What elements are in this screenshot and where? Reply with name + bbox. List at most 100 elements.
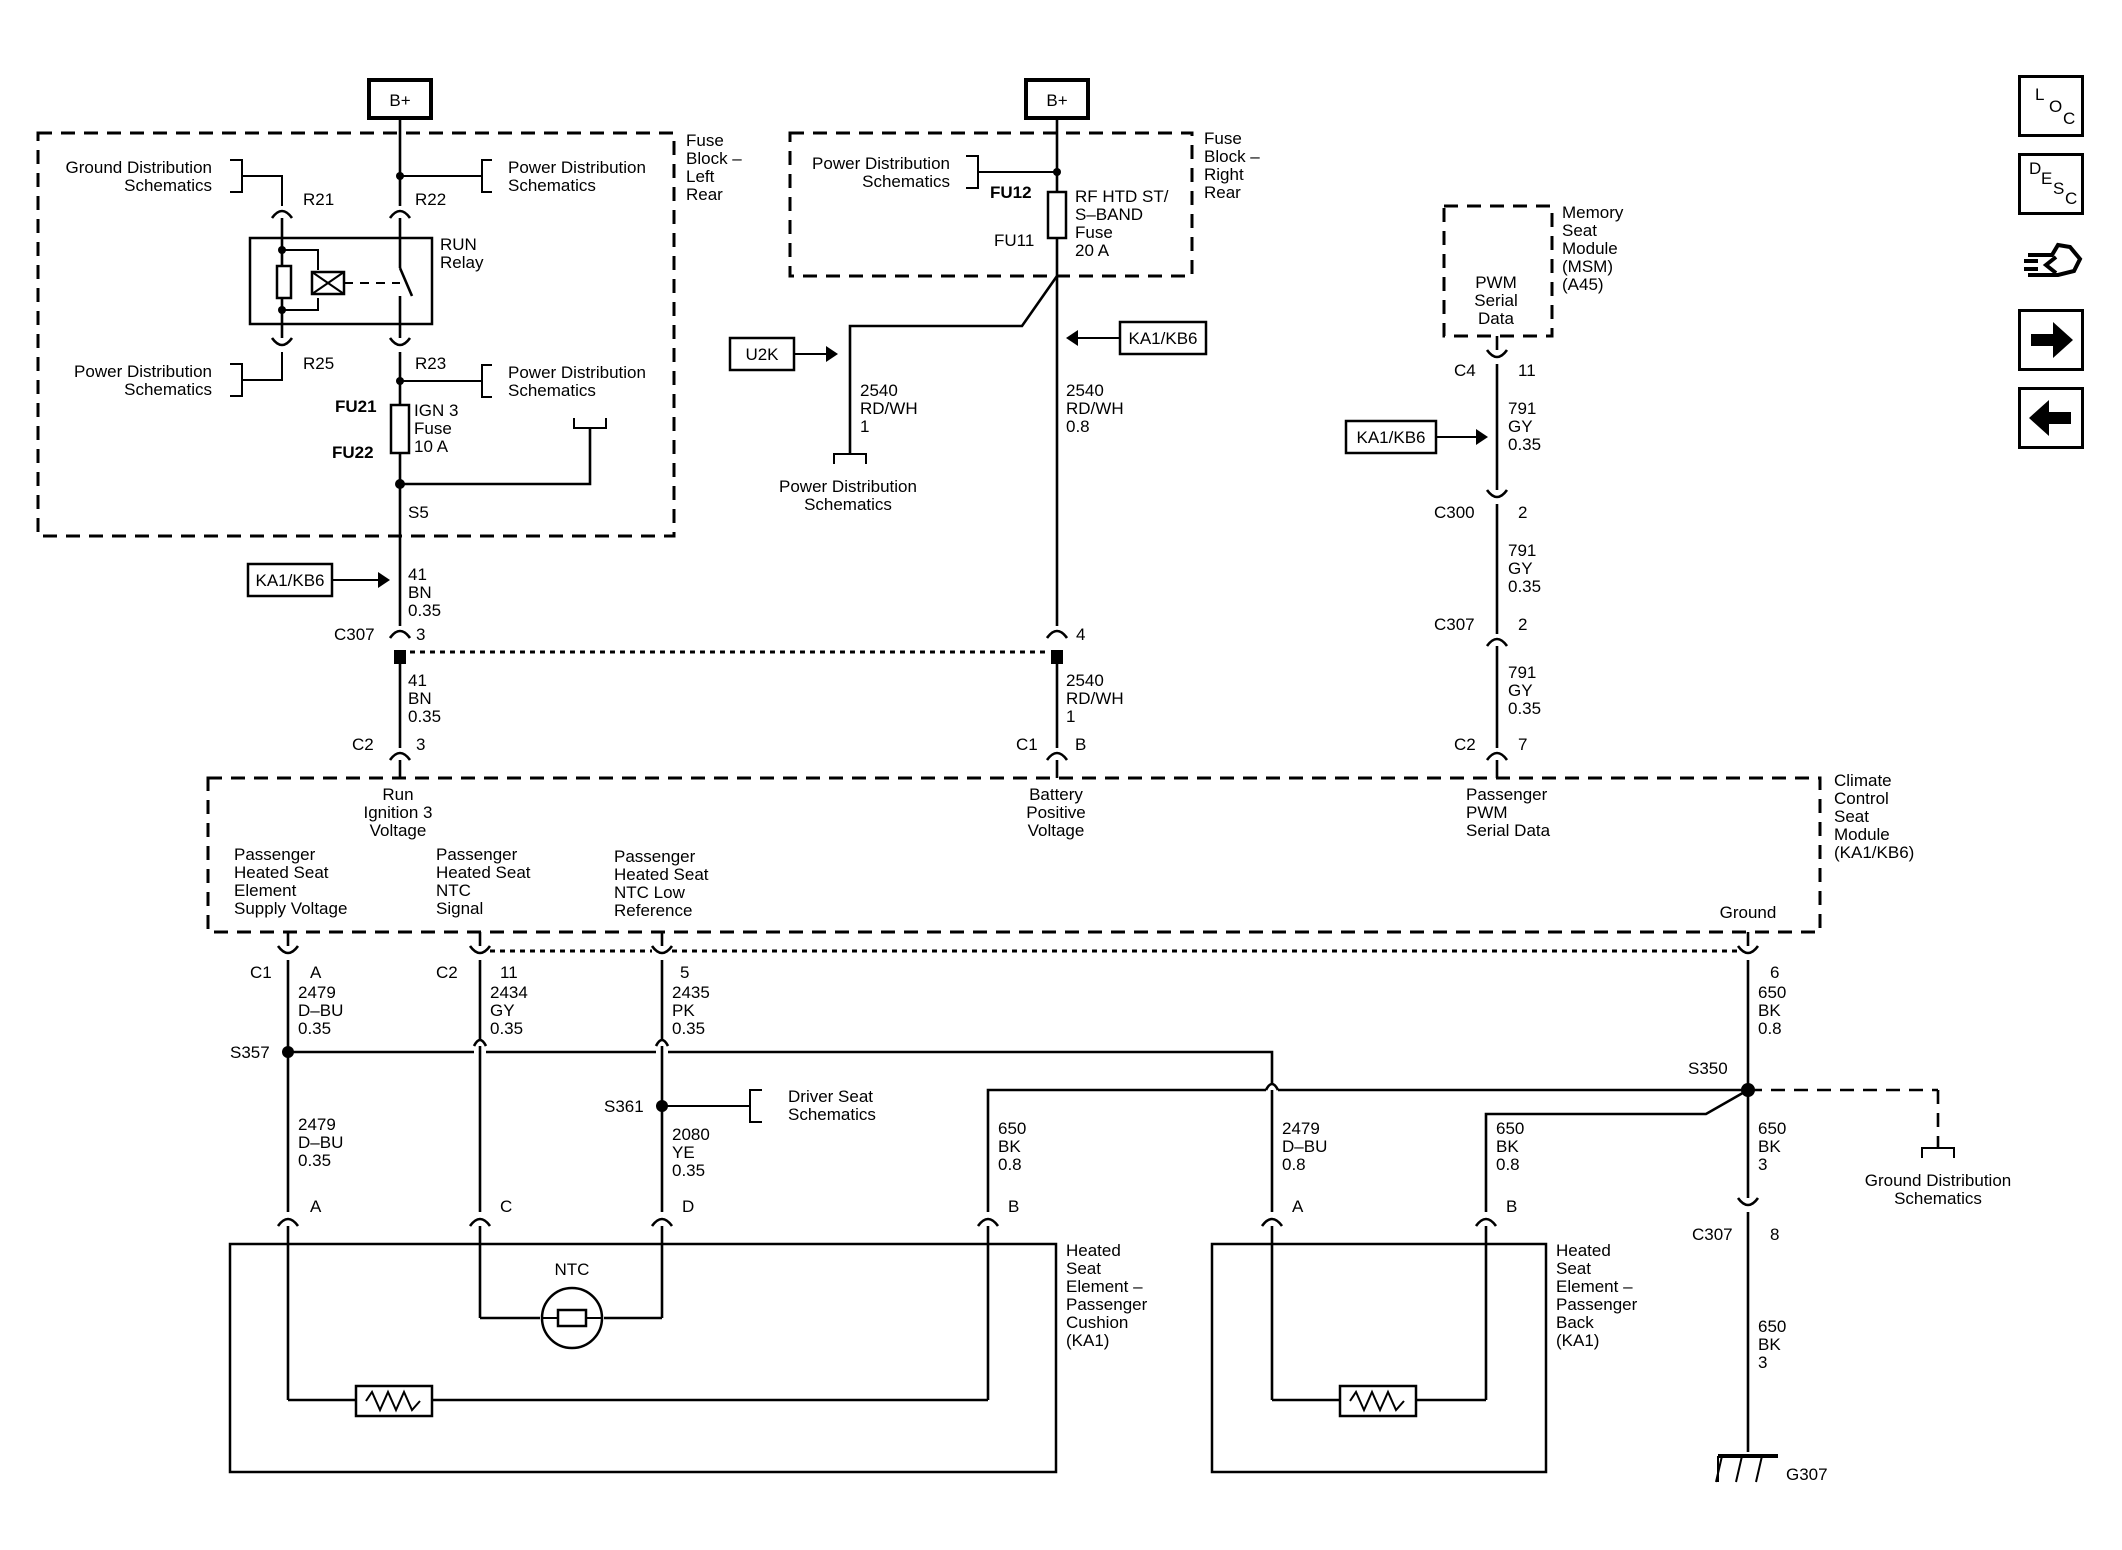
pin-7-label: 7 [1518,735,1527,754]
pin-b-label-a: B [1075,735,1086,754]
c307-label-bottom: C307 [1692,1225,1733,1244]
description-button[interactable]: D E S C [2018,153,2084,215]
description-icon: D E S C [2029,159,2077,208]
r22-label: R22 [415,190,446,209]
fu22-label: FU22 [332,443,374,462]
c2-label-b: C2 [1454,735,1476,754]
connector-c300-2 [1485,489,1509,499]
next-page-button[interactable] [2018,309,2084,371]
relay-coil-resistor [275,264,293,300]
ka1kb6-label-1: KA1/KB6 [256,571,325,590]
ign3-fuse [389,403,411,455]
u2k-box [728,336,796,372]
ka1kb6-box-1 [246,562,334,598]
next-page-arrow-icon [2031,322,2073,358]
s361-label: S361 [604,1097,644,1116]
c2-label-a: C2 [352,735,374,754]
connector-view-button[interactable] [2018,231,2084,293]
ka1kb6-label-3: KA1/KB6 [1357,428,1426,447]
b-plus-label-left: B+ [389,91,410,110]
g307-label: G307 [1786,1465,1828,1484]
pin-d-label: D [682,1197,694,1216]
connector-r22 [388,209,412,219]
ground-label: Ground [1720,903,1777,922]
pin-2-label-b: 2 [1518,615,1527,634]
pin-6-label: 6 [1770,963,1779,982]
previous-page-button[interactable] [2018,387,2084,449]
c4-label: C4 [1454,361,1476,380]
fu12-label: FU12 [990,183,1032,202]
fuse-block-left-rear-outline [36,131,676,538]
pin-11-label-a: 11 [1518,361,1536,380]
pin-8-label: 8 [1770,1225,1779,1244]
connector-c2-11 [468,945,492,955]
connector-c307-3 [388,629,412,639]
r23-label: R23 [415,354,446,373]
pin-c-label: C [500,1197,512,1216]
s357-label: S357 [230,1043,270,1062]
connector-c307-8 [1736,1197,1760,1207]
s5-label: S5 [408,503,429,522]
c307-label-left: C307 [334,625,375,644]
locate-component-icon: L O C [2035,85,2075,128]
connector-r25 [270,337,294,347]
desc-letter-2: E [2041,169,2052,188]
r25-label: R25 [303,354,334,373]
connector-r23 [388,337,412,347]
b-plus-label-right: B+ [1046,91,1067,110]
ka1kb6-label-2: KA1/KB6 [1129,329,1198,348]
connector-c2-3 [388,751,412,761]
r21-label: R21 [303,190,334,209]
pin-3-label-b: 3 [416,735,425,754]
fu11-label: FU11 [994,231,1034,250]
locate-component-button[interactable]: L O C [2018,75,2084,137]
pin-3-label-a: 3 [416,625,425,644]
connector-c2-6 [1736,945,1760,955]
connector-c2-7 [1485,751,1509,761]
back-heater-element [1338,1384,1418,1418]
ka1kb6-box-3 [1344,419,1438,455]
pin-a-label-b: A [310,1197,322,1216]
heated-seat-cushion-box [228,1242,1058,1474]
fuse-block-right-rear-outline [788,131,1194,278]
pin-a-label-c: A [1292,1197,1304,1216]
pin-b-label-c: B [1506,1197,1517,1216]
loc-letter-1: L [2035,85,2044,104]
pin-5-label: 5 [680,963,689,982]
cushion-heater-element [354,1384,434,1418]
pin-2-label-a: 2 [1518,503,1527,522]
connector-c4-11 [1485,349,1509,359]
pin-b-label-b: B [1008,1197,1019,1216]
